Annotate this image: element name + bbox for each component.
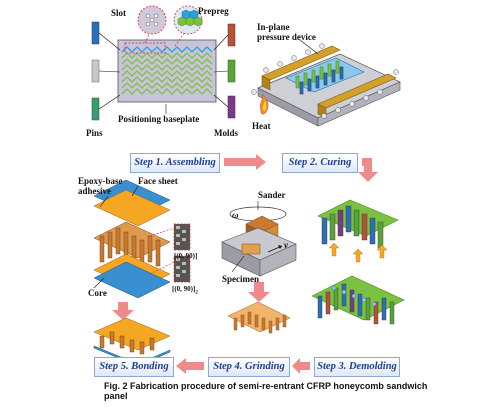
flow-arrow-3-4 — [292, 358, 310, 374]
flow-arrow-2-3 — [358, 158, 378, 182]
flow-arrow-1-2 — [224, 154, 266, 170]
flow-arrow-4-5 — [176, 358, 204, 374]
figure-caption: Fig. 2 Fabrication procedure of semi-re-… — [104, 381, 434, 401]
